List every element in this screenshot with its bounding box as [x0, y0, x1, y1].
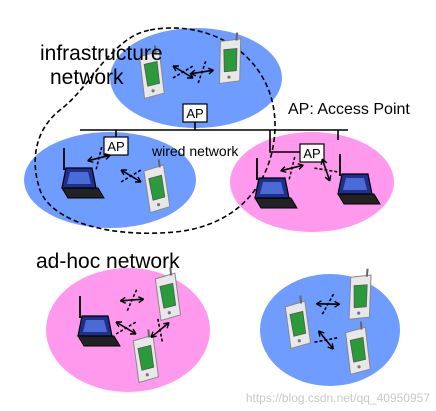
pda-icon	[346, 266, 375, 322]
infrastructure-boundary	[34, 27, 276, 235]
watermark: https://blog.csdn.net/qq_40950957	[246, 391, 430, 405]
ap-label-top: AP	[186, 106, 203, 121]
adhoc-blue-cell	[260, 274, 400, 386]
ap-label-right: AP	[303, 146, 320, 161]
ap-label-left: AP	[107, 139, 124, 154]
ap-legend: AP: Access Point	[288, 101, 410, 118]
wired-network-label: wired network	[151, 143, 239, 159]
access-point-icon: AP	[182, 103, 208, 123]
infrastructure-label-line2: network	[50, 66, 124, 89]
adhoc-network-label: ad-hoc network	[36, 250, 180, 273]
infrastructure-label-line1: infrastructure	[40, 42, 163, 65]
access-point-icon: AP	[299, 143, 325, 163]
access-point-icon: AP	[103, 136, 129, 156]
wire-right-ap	[269, 130, 300, 153]
